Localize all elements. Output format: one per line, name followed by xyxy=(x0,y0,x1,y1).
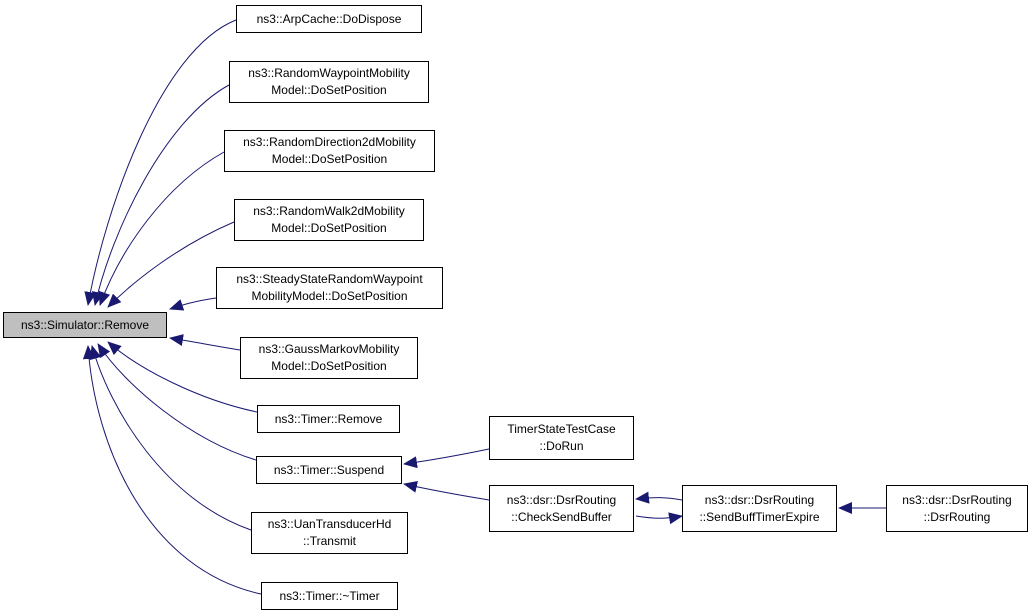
node-label-line: ns3::dsr::DsrRouting xyxy=(704,492,815,507)
node-uan[interactable]: ns3::UanTransducerHd::Transmit xyxy=(251,512,408,554)
node-label-line: ns3::Timer::Suspend xyxy=(273,462,385,477)
node-label-line: Model::DoSetPosition xyxy=(271,83,387,97)
node-arpcache[interactable]: ns3::ArpCache::DoDispose xyxy=(236,5,422,33)
node-label-line: ns3::RandomWaypointMobility xyxy=(248,66,410,80)
node-label-line: ns3::RandomWalk2dMobility xyxy=(253,204,405,218)
node-csb[interactable]: ns3::dsr::DsrRouting::CheckSendBuffer xyxy=(489,485,634,532)
node-label-line: ::DoRun xyxy=(539,439,584,453)
node-label-line: ns3::dsr::DsrRouting xyxy=(506,492,617,507)
node-label-line: ns3::Timer::~Timer xyxy=(279,588,380,603)
node-remove-sim[interactable]: ns3::Simulator::Remove xyxy=(3,312,167,338)
edge-rw2d-to-remove_sim xyxy=(107,221,235,308)
node-timer-dtor[interactable]: ns3::Timer::~Timer xyxy=(261,582,398,610)
node-sbte[interactable]: ns3::dsr::DsrRouting::SendBuffTimerExpir… xyxy=(682,485,837,532)
node-label-line: ns3::UanTransducerHd xyxy=(267,517,392,531)
node-label-line: TimerStateTestCase xyxy=(507,422,616,436)
edge-sbte-to-csb xyxy=(635,491,683,504)
node-label-line: ns3::GaussMarkovMobility xyxy=(258,342,400,356)
node-label-line: ns3::Simulator::Remove xyxy=(20,317,150,332)
node-timer-remove[interactable]: ns3::Timer::Remove xyxy=(257,405,400,433)
node-label-line: ::CheckSendBuffer xyxy=(511,509,612,524)
edge-timer_dtor-to-remove_sim xyxy=(82,345,262,595)
node-label-line: Model::DoSetPosition xyxy=(271,221,387,235)
node-dsrr[interactable]: ns3::dsr::DsrRouting::DsrRouting xyxy=(886,485,1028,532)
edge-csb-to-timer_suspend xyxy=(403,480,490,501)
node-label-line: Model::DoSetPosition xyxy=(271,152,388,166)
node-label-line: ns3::SteadyStateRandomWaypoint xyxy=(236,272,423,286)
node-label-line: ::Transmit xyxy=(303,534,356,548)
edge-timer_remove-to-remove_sim xyxy=(107,341,258,413)
node-label-line: ns3::RandomDirection2dMobility xyxy=(243,135,416,149)
node-label-line: MobilityModel::DoSetPosition xyxy=(251,289,408,303)
edge-layer xyxy=(82,19,886,595)
node-label-line: ns3::dsr::DsrRouting xyxy=(902,492,1012,507)
edge-timer_suspend-to-remove_sim xyxy=(97,343,257,461)
edge-csb-to-sbte xyxy=(635,512,683,525)
node-timer-suspend[interactable]: ns3::Timer::Suspend xyxy=(256,456,402,484)
node-tstc[interactable]: TimerStateTestCase::DoRun xyxy=(489,416,634,460)
edge-rd2d-to-remove_sim xyxy=(98,151,225,306)
edge-rwp-to-remove_sim xyxy=(92,84,230,306)
node-label-line: Model::DoSetPosition xyxy=(271,359,387,373)
node-label-line: ::DsrRouting xyxy=(923,509,991,524)
node-label-line: ns3::ArpCache::DoDispose xyxy=(256,11,402,26)
edge-uan-to-remove_sim xyxy=(89,345,252,531)
edge-tstc-to-timer_suspend xyxy=(403,448,490,469)
edge-ssrwp-to-remove_sim xyxy=(169,297,217,311)
edge-arpcache-to-remove_sim xyxy=(84,19,237,306)
edge-gauss-to-remove_sim xyxy=(169,334,241,351)
node-label-line: ns3::Timer::Remove xyxy=(274,411,383,426)
node-label-line: ::SendBuffTimerExpire xyxy=(699,509,820,524)
